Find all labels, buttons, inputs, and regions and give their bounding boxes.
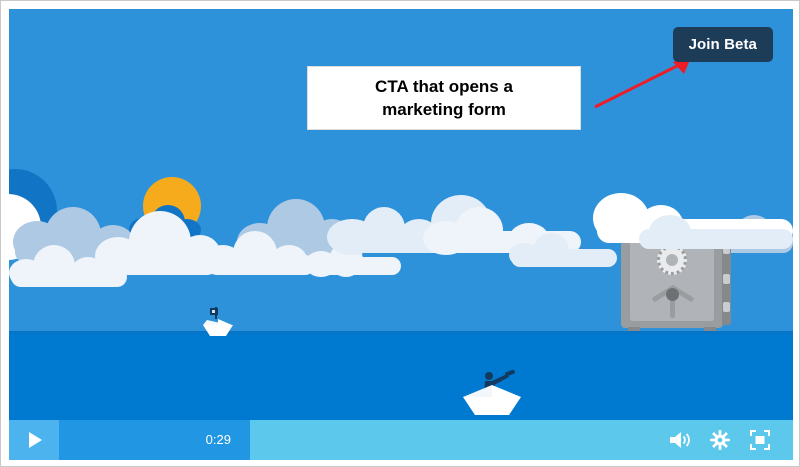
time-elapsed-label: 0:29 (205, 432, 231, 447)
paper-boat-large (461, 369, 523, 417)
video-stage[interactable]: CTA that opens a marketing form Join Bet… (9, 9, 793, 420)
play-icon (29, 432, 42, 448)
cloud-white-3 (205, 231, 315, 275)
safe-icon (621, 228, 731, 340)
progress-bar-track[interactable]: 0:29 (59, 420, 674, 460)
cloud-white-1 (95, 211, 221, 275)
join-beta-button[interactable]: Join Beta (672, 27, 773, 62)
horizon-line (9, 331, 793, 334)
safe-dial-center (664, 252, 680, 268)
video-player: CTA that opens a marketing form Join Bet… (9, 9, 793, 460)
safe-handle-hub (666, 288, 679, 301)
safe-hinge-top (723, 244, 730, 254)
safe-hinge-bottom (723, 302, 730, 312)
control-bar-right-group (669, 420, 793, 460)
gear-icon[interactable] (709, 429, 731, 451)
cloud-white-2 (9, 245, 127, 287)
annotation-callout: CTA that opens a marketing form (307, 66, 581, 130)
paper-boat-small (199, 307, 237, 337)
cloud-white-8-band (639, 215, 793, 249)
annotation-line-1: CTA that opens a (375, 77, 513, 96)
video-control-bar: 0:29 (9, 420, 793, 460)
fullscreen-icon[interactable] (749, 429, 771, 451)
volume-icon[interactable] (669, 429, 691, 451)
sea-background (9, 331, 793, 420)
safe-hinge-mid (723, 274, 730, 284)
cloud-white-9 (509, 233, 617, 267)
safe-handle-spoke-down (670, 292, 675, 318)
play-button[interactable] (9, 420, 59, 460)
annotation-line-2: marketing form (382, 100, 506, 119)
progress-bar-fill (59, 420, 250, 460)
